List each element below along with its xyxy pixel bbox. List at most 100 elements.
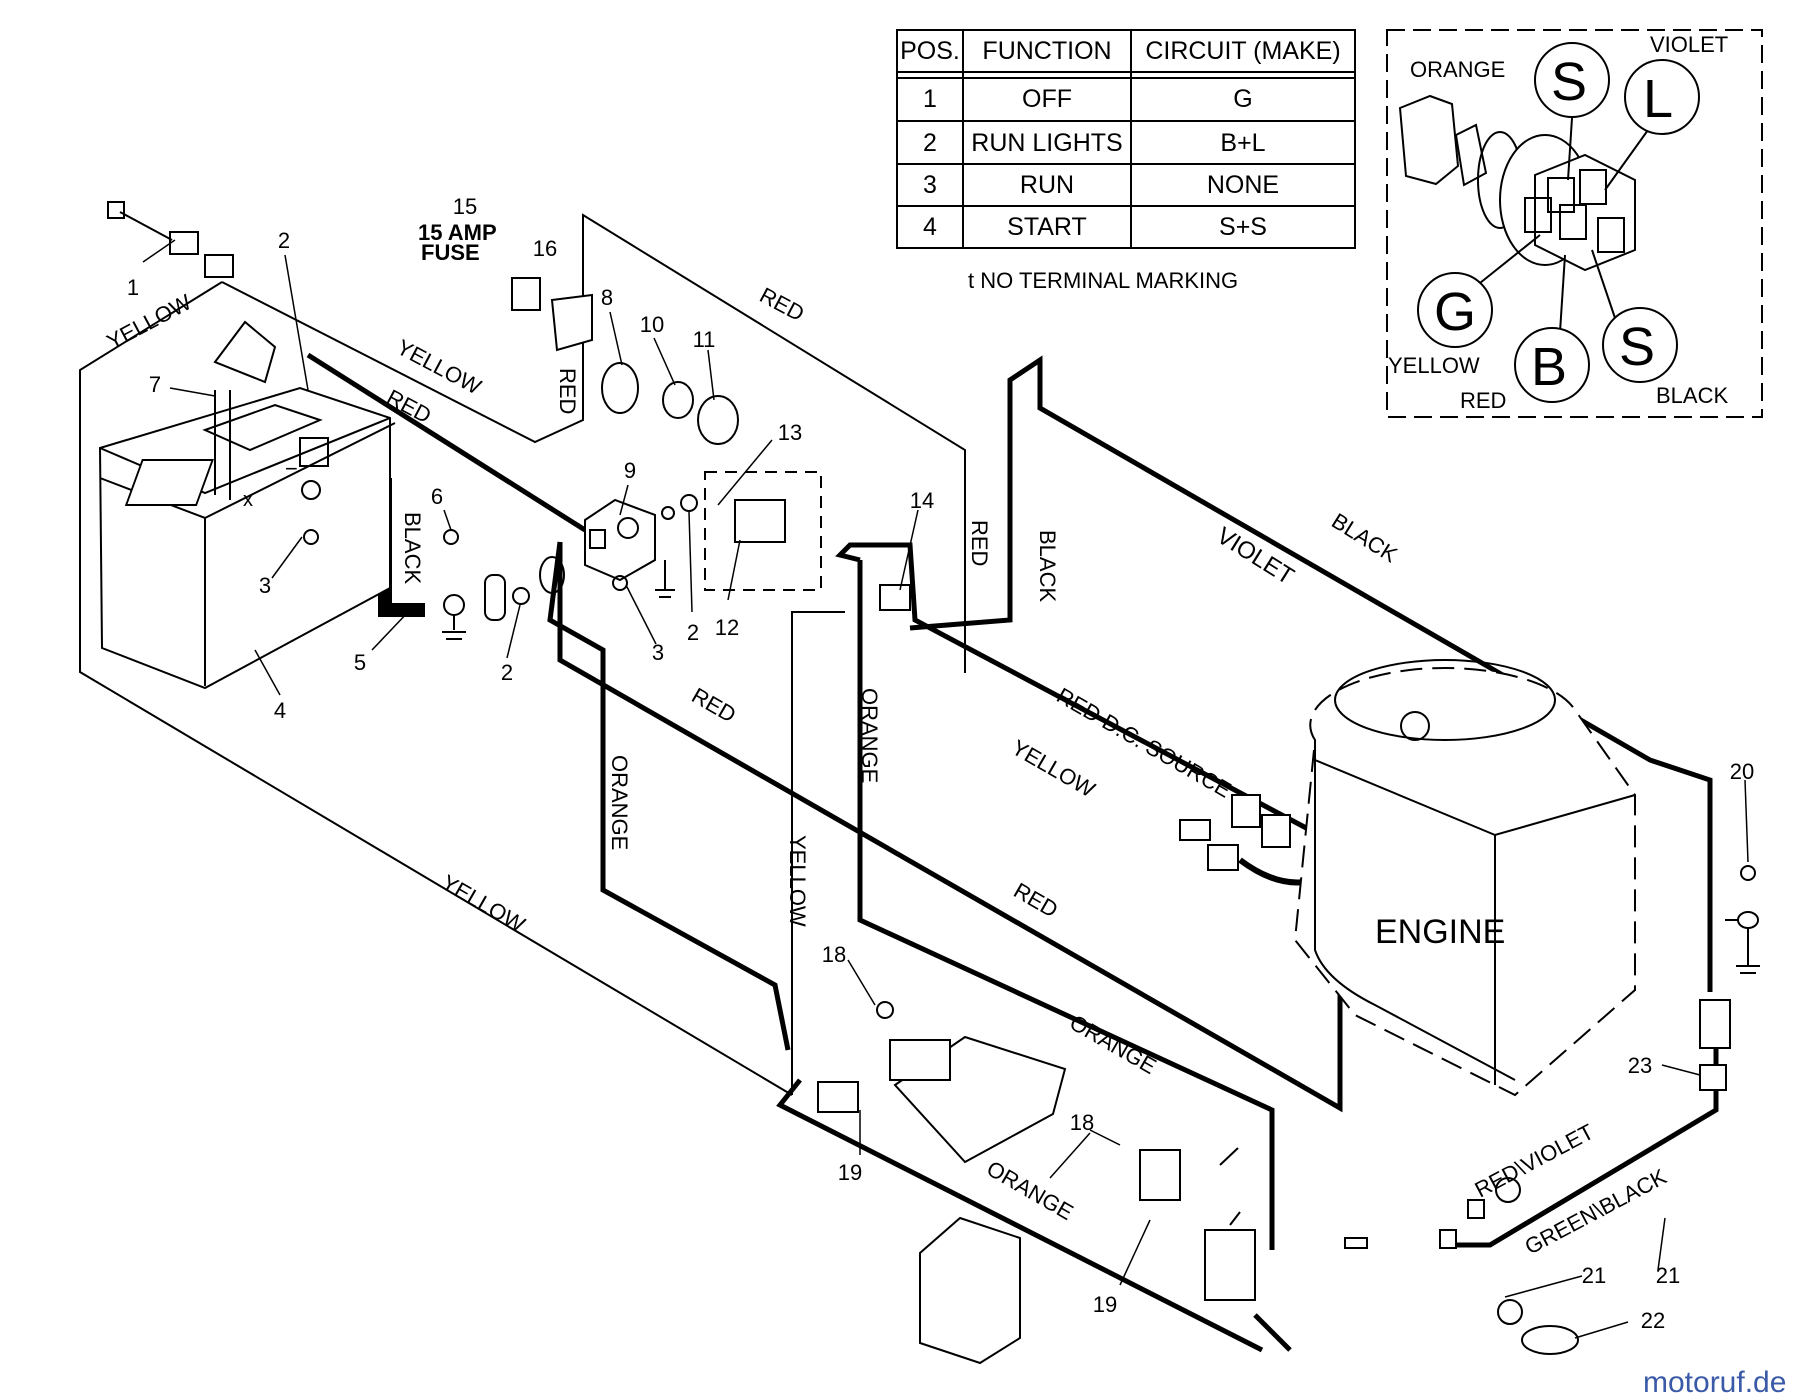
part-number: 19 — [838, 1160, 862, 1185]
part-number: 9 — [624, 458, 636, 483]
wire-label: ORANGE — [857, 688, 882, 783]
heavy-wires — [306, 352, 1719, 1353]
wire-label: BLACK — [400, 512, 425, 584]
part-number: 2 — [501, 660, 513, 685]
table-cell: OFF — [1022, 85, 1072, 113]
battery-x-mark: x — [243, 489, 253, 511]
table-cell: RUN LIGHTS — [971, 129, 1122, 157]
terminal-g-label: G — [1434, 282, 1476, 342]
fuse-label-line2: FUSE — [421, 240, 480, 265]
wire-label: BLACK — [1035, 530, 1060, 602]
terminal-l-circle — [1624, 59, 1700, 135]
terminal-s-circle — [1534, 42, 1610, 118]
table-cell: B+L — [1220, 129, 1265, 157]
part-number: 12 — [715, 615, 739, 640]
part-number: 6 — [431, 484, 443, 509]
part-numbers: 1 2 3 4 5 6 7 8 9 10 11 12 13 14 15 16 2… — [127, 194, 1754, 1333]
part-number: 8 — [601, 285, 613, 310]
table-cell: START — [1007, 213, 1087, 241]
leader-lines — [142, 239, 1749, 1339]
ignition-key-icon — [1398, 94, 1636, 272]
table-cell: NONE — [1207, 171, 1279, 199]
part-number: 13 — [778, 420, 802, 445]
part-number: 11 — [693, 327, 716, 352]
terminal-s-label: S — [1551, 52, 1587, 112]
part-number: 18 — [1070, 1110, 1094, 1135]
ground-fasteners — [442, 529, 565, 640]
switch-table — [896, 29, 1356, 249]
table-cell: S+S — [1219, 213, 1267, 241]
starter-solenoid — [584, 498, 675, 598]
inset-black-label: BLACK — [1656, 383, 1728, 408]
part-number: 21 — [1656, 1263, 1680, 1288]
ignition-switch-inset — [1386, 29, 1763, 418]
terminal-l-label: L — [1643, 69, 1673, 129]
part-number: 4 — [274, 698, 286, 723]
part-number: 1 — [127, 275, 139, 300]
part-number: 18 — [822, 942, 846, 967]
table-cell: G — [1233, 85, 1252, 113]
part-number: 3 — [652, 640, 664, 665]
terminal-s2-circle — [1602, 307, 1678, 383]
table-cell: 4 — [923, 213, 937, 241]
terminal-b-label: B — [1531, 337, 1567, 397]
part-number: 7 — [149, 372, 161, 397]
fuse — [511, 277, 593, 352]
wire-label: YELLOW — [438, 870, 530, 938]
terminal-s2-label: S — [1619, 317, 1655, 377]
wire-label: RED — [1010, 878, 1063, 923]
part-number: 16 — [533, 236, 557, 261]
right-ground-assembly — [1699, 865, 1760, 1091]
part-number: 23 — [1628, 1053, 1652, 1078]
table-header-pos: POS. — [900, 37, 960, 65]
table-header-circuit: CIRCUIT (MAKE) — [1145, 37, 1340, 65]
part-number: 21 — [1582, 1263, 1606, 1288]
wire-label: YELLOW — [785, 835, 810, 927]
part-number: 15 — [453, 194, 477, 219]
wire-label: RED — [688, 683, 741, 728]
table-cell: RUN — [1020, 171, 1074, 199]
table-cell: 2 — [923, 129, 937, 157]
engine-connectors — [879, 584, 1291, 871]
wire-label: YELLOW — [103, 289, 196, 354]
inset-red-label: RED — [1460, 388, 1506, 413]
battery-negative-mark: − — [285, 456, 298, 481]
wire-label: ORANGE — [607, 755, 632, 850]
part-number: 14 — [910, 488, 934, 513]
fuse-label-line1: 15 AMP — [418, 220, 497, 245]
part-number: 20 — [1730, 759, 1754, 784]
battery — [98, 320, 396, 690]
inset-yellow-label: YELLOW — [1388, 353, 1480, 378]
harness-connector-1 — [107, 201, 234, 278]
table-cell: 1 — [923, 85, 937, 113]
table-note: t NO TERMINAL MARKING — [968, 268, 1238, 293]
key-switch-assembly — [601, 362, 822, 591]
wire-label: YELLOW — [1008, 735, 1100, 803]
wire-label: ORANGE — [1066, 1010, 1161, 1079]
watermark: motoruf.de — [1643, 1366, 1786, 1399]
part-number: 3 — [259, 573, 271, 598]
wire-label: RED — [756, 282, 809, 326]
wire-label: RED — [967, 520, 992, 566]
part-number: 19 — [1093, 1292, 1117, 1317]
wire-label: RED — [555, 368, 580, 414]
inset-text: S L G B S ORANGE VIOLET YELLOW RED BLACK — [1388, 32, 1728, 413]
table-cell: 3 — [923, 171, 937, 199]
inset-orange-label: ORANGE — [1410, 57, 1505, 82]
terminal-b-circle — [1514, 327, 1590, 403]
table-header-function: FUNCTION — [982, 37, 1111, 65]
safety-switch-bracket — [817, 1001, 1256, 1365]
part-number: 22 — [1641, 1308, 1665, 1333]
switch-table-text: POS. FUNCTION CIRCUIT (MAKE) 1 OFF G 2 R… — [900, 37, 1341, 241]
part-number: 2 — [278, 228, 290, 253]
wire-label: BLACK — [1327, 508, 1402, 568]
part-number: 5 — [354, 650, 366, 675]
inset-violet-label: VIOLET — [1650, 32, 1728, 57]
engine-label: ENGINE — [1375, 913, 1505, 951]
engine — [1293, 659, 1636, 1097]
part-number: 10 — [640, 312, 664, 337]
terminal-g-circle — [1417, 272, 1493, 348]
part-number: 2 — [687, 620, 699, 645]
headlights — [1344, 1177, 1579, 1355]
